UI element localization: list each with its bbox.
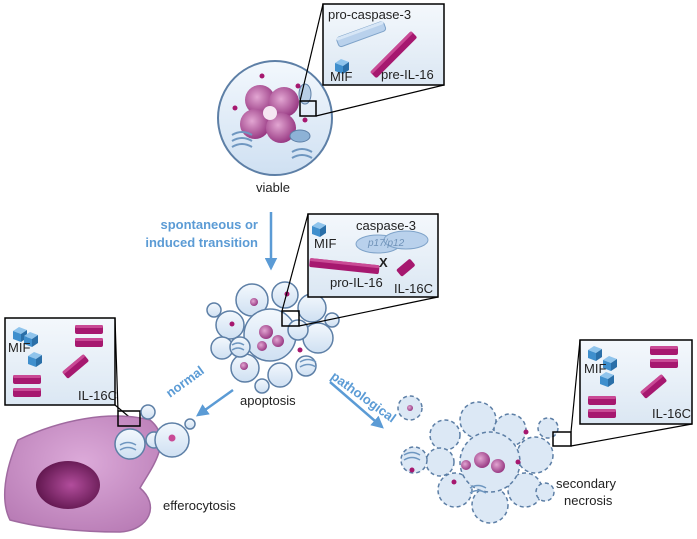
secondary-label: secondary bbox=[556, 476, 616, 491]
spontaneous-label-2: induced transition bbox=[145, 235, 258, 250]
pathological-arrow bbox=[329, 381, 384, 429]
il-16c-label-necrosis: IL-16C bbox=[652, 406, 691, 421]
pro-caspase-3-label: pro-caspase-3 bbox=[328, 7, 411, 22]
necrosis-label: necrosis bbox=[564, 493, 613, 508]
spontaneous-label-1: spontaneous or bbox=[160, 217, 258, 232]
cleavage-mark: X bbox=[379, 255, 388, 270]
normal-arrow bbox=[195, 388, 234, 417]
viable-nucleus bbox=[240, 85, 299, 143]
viable-zoom-box bbox=[299, 100, 317, 117]
mif-label-necrosis: MIF bbox=[584, 361, 606, 376]
pro-il-16-label: pro-IL-16 bbox=[330, 275, 383, 290]
efferocytosis-label: efferocytosis bbox=[163, 498, 236, 513]
apoptotic-fragments bbox=[229, 291, 317, 370]
mif-label-viable: MIF bbox=[330, 69, 352, 84]
il-16c-fragment bbox=[396, 259, 415, 277]
p17-p12-label: p17/p12 bbox=[367, 238, 405, 249]
viable-label: viable bbox=[256, 180, 290, 195]
mif-label-apoptosis: MIF bbox=[314, 236, 336, 251]
il-16c-label-apoptosis: IL-16C bbox=[394, 281, 433, 296]
pre-il-16-shape bbox=[370, 31, 417, 78]
necrosis-zoom-box bbox=[552, 431, 572, 447]
macrophage bbox=[4, 415, 162, 533]
apoptosis-inset bbox=[307, 213, 439, 298]
efferocytosis-zoom-box bbox=[117, 410, 141, 427]
viable-cell bbox=[217, 60, 333, 176]
il-16c-label-efferocytosis: IL-16C bbox=[78, 388, 117, 403]
pro-caspase-3-shape bbox=[336, 21, 387, 48]
mif-label-efferocytosis: MIF bbox=[8, 340, 30, 355]
viable-inset bbox=[322, 3, 445, 86]
pro-il-16-shape bbox=[309, 258, 380, 275]
caspase-3-label: caspase-3 bbox=[356, 218, 416, 233]
pre-il-16-label: pre-IL-16 bbox=[381, 67, 434, 82]
normal-label: normal bbox=[163, 363, 207, 401]
necrotic-cell bbox=[397, 395, 559, 524]
necrotic-fragments bbox=[403, 405, 529, 494]
necrosis-inset bbox=[579, 339, 693, 425]
apoptotic-cell bbox=[206, 281, 340, 394]
pathological-label: pathological bbox=[328, 368, 399, 425]
apoptosis-zoom-box bbox=[281, 310, 300, 327]
caspase-3-shape bbox=[355, 230, 429, 254]
apoptosis-label: apoptosis bbox=[240, 393, 296, 408]
efferocytosis-inset bbox=[4, 317, 116, 406]
